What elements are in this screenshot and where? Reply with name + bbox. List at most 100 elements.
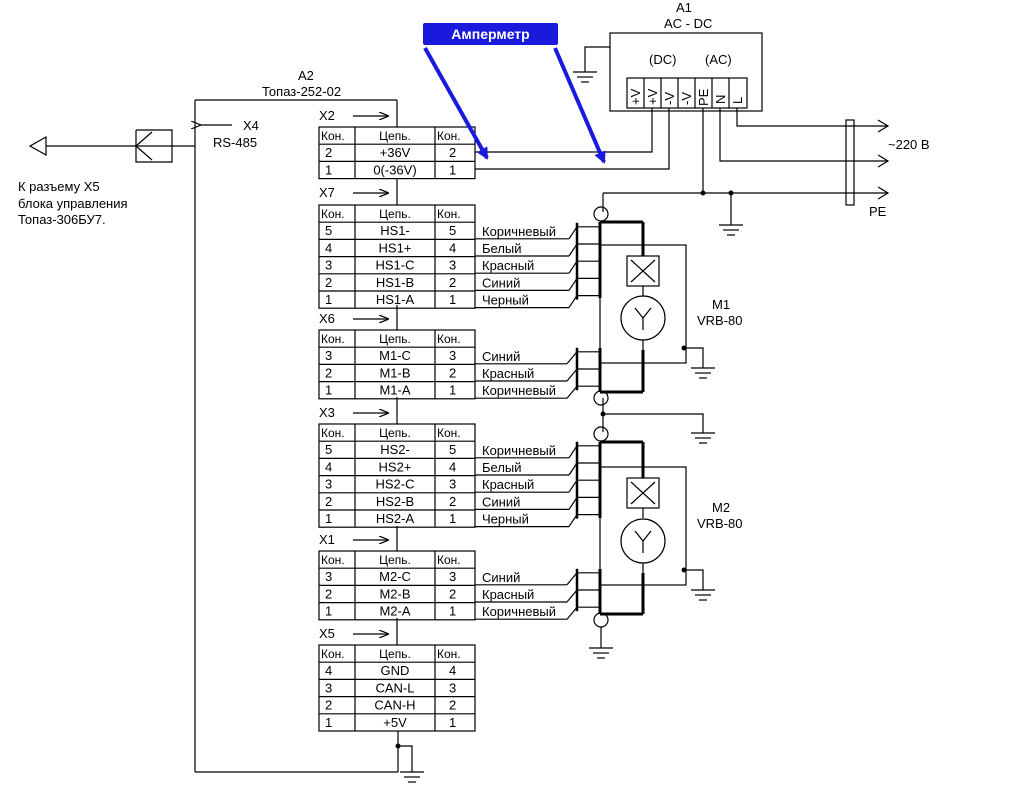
m1-name: M1	[712, 297, 730, 312]
table-cell-circuit: HS2-A	[376, 511, 415, 526]
table-cell-pin: 3	[325, 258, 332, 273]
table-cell-pin: 1	[449, 511, 456, 526]
table-cell-pin: 2	[449, 586, 456, 601]
table-cell-circuit: M1-C	[379, 348, 411, 363]
wire-color-label: Красный	[482, 366, 534, 381]
table-cell-pin: 1	[449, 715, 456, 730]
table-cell-pin: 3	[325, 348, 332, 363]
note-line-3: Топаз-306БУ7.	[18, 212, 106, 227]
table-cell-pin: 1	[325, 604, 332, 619]
x4-sub: RS-485	[213, 135, 257, 150]
note-line-1: К разъему X5	[18, 179, 100, 194]
table-header-kon: Кон.	[437, 647, 461, 661]
m1-model: VRB-80	[697, 313, 743, 328]
a1-terminal-4: -V	[679, 92, 694, 105]
table-cell-pin: 1	[325, 292, 332, 307]
ammeter-label: Амперметр	[423, 23, 558, 45]
m2-name: M2	[712, 500, 730, 515]
wire-color-label: Белый	[482, 460, 522, 475]
table-cell-circuit: HS1-B	[376, 275, 414, 290]
connector-name: X1	[319, 532, 335, 547]
table-cell-pin: 2	[449, 275, 456, 290]
table-cell-pin: 4	[325, 240, 332, 255]
table-cell-pin: 2	[449, 365, 456, 380]
a2-designator: A2	[298, 68, 314, 83]
table-cell-circuit: M2-C	[379, 569, 411, 584]
a1-dc-label: (DC)	[649, 52, 676, 67]
table-cell-pin: 4	[449, 459, 456, 474]
table-header-kon: Кон.	[321, 426, 345, 440]
wire-color-label: Коричневый	[482, 443, 556, 458]
table-header-kon: Кон.	[437, 426, 461, 440]
table-cell-circuit: HS2-	[380, 442, 410, 457]
table-header-kon: Кон.	[437, 207, 461, 221]
table-header-cep: Цепь.	[379, 332, 411, 346]
wire-color-label: Коричневый	[482, 604, 556, 619]
a1-terminal-6: N	[713, 95, 728, 104]
a1-designator: A1	[676, 0, 692, 15]
wire-color-label: Синий	[482, 570, 520, 585]
table-cell-pin: 1	[325, 511, 332, 526]
note-line-2: блока управления	[18, 196, 128, 211]
table-cell-circuit: M1-B	[379, 365, 410, 380]
junction-dots	[395, 190, 734, 749]
table-cell-pin: 5	[325, 223, 332, 238]
table-header-kon: Кон.	[321, 129, 345, 143]
a1-ac-label: (AC)	[705, 52, 732, 67]
ammeter-arrows	[423, 47, 606, 164]
table-header-kon: Кон.	[321, 553, 345, 567]
wire-color-label: Красный	[482, 477, 534, 492]
table-cell-circuit: +36V	[380, 145, 411, 160]
table-header-cep: Цепь.	[379, 647, 411, 661]
table-cell-pin: 2	[449, 494, 456, 509]
table-cell-circuit: GND	[381, 663, 410, 678]
table-header-kon: Кон.	[437, 332, 461, 346]
table-cell-circuit: CAN-L	[375, 680, 414, 695]
table-cell-pin: 3	[449, 680, 456, 695]
a1-terminal-labels: +V +V -V -V PE N L	[628, 88, 745, 106]
connector-name: X7	[319, 185, 335, 200]
table-cell-pin: 5	[449, 442, 456, 457]
a1-model: AC - DC	[664, 16, 712, 31]
a2-model: Топаз-252-02	[262, 84, 341, 99]
connector-name: X2	[319, 108, 335, 123]
table-cell-pin: 3	[449, 477, 456, 492]
table-cell-circuit: 0(-36V)	[373, 162, 416, 177]
mains-pe: PE	[869, 204, 887, 219]
connector-name: X6	[319, 311, 335, 326]
table-cell-pin: 5	[325, 442, 332, 457]
wire-color-label: Коричневый	[482, 383, 556, 398]
x4-connector	[28, 125, 232, 163]
a1-terminal-2: +V	[645, 88, 660, 105]
table-cell-pin: 2	[325, 586, 332, 601]
table-cell-circuit: M2-A	[379, 604, 410, 619]
table-cell-circuit: HS1-	[380, 223, 410, 238]
table-cell-circuit: HS1-A	[376, 292, 415, 307]
table-cell-pin: 3	[325, 569, 332, 584]
a1-block	[609, 32, 763, 112]
table-header-kon: Кон.	[321, 647, 345, 661]
table-header-cep: Цепь.	[379, 207, 411, 221]
wire-color-label: Красный	[482, 258, 534, 273]
table-cell-circuit: HS2-C	[375, 477, 414, 492]
table-cell-pin: 2	[325, 275, 332, 290]
a2-ground	[398, 745, 424, 783]
table-cell-pin: 3	[325, 477, 332, 492]
table-cell-pin: 1	[325, 715, 332, 730]
connector-name: X3	[319, 405, 335, 420]
table-cell-circuit: M1-A	[379, 383, 410, 398]
table-cell-circuit: HS1+	[379, 240, 412, 255]
table-cell-pin: 1	[449, 162, 456, 177]
wire-color-label: Синий	[482, 494, 520, 509]
table-cell-pin: 3	[449, 569, 456, 584]
table-cell-circuit: M2-B	[379, 586, 410, 601]
table-frame	[318, 126, 476, 180]
wire-color-label: Белый	[482, 241, 522, 256]
table-cell-pin: 3	[325, 680, 332, 695]
